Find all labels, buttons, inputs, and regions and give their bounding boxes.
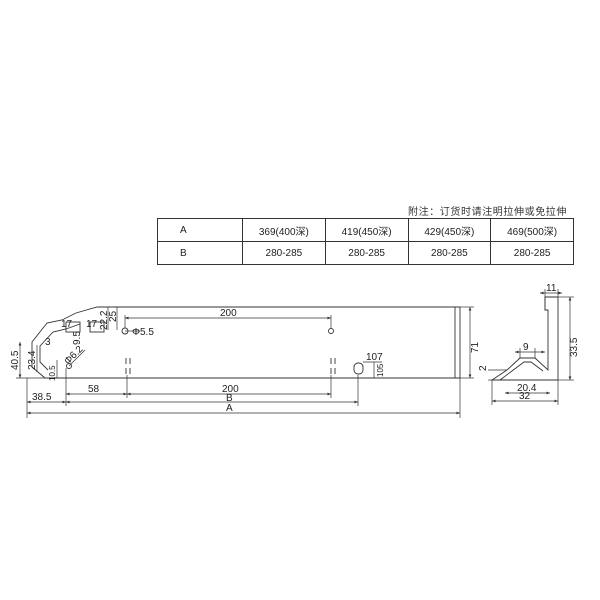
table-cell: 469(500深) bbox=[490, 218, 574, 242]
dim-40-5: 40.5 bbox=[10, 350, 21, 370]
dim-b: B bbox=[226, 393, 233, 404]
dim-105: 105 bbox=[376, 363, 385, 377]
section-view bbox=[490, 296, 559, 381]
row-label: B bbox=[157, 241, 243, 265]
section-inner bbox=[499, 361, 544, 381]
dim-200-top: 200 bbox=[220, 308, 237, 319]
table-cell: 280-285 bbox=[324, 241, 409, 265]
dim-11: 11 bbox=[546, 283, 557, 294]
dim-25: 25 bbox=[108, 310, 119, 322]
spec-table: A 369(400深) 419(450深) 429(450深) 469(500深… bbox=[157, 218, 574, 265]
table-row: B 280-285 280-285 280-285 280-285 bbox=[157, 241, 574, 265]
table-cell: 429(450深) bbox=[407, 218, 492, 242]
dim-107: 107 bbox=[366, 352, 383, 363]
tab-17b bbox=[89, 321, 105, 333]
hole-top-right bbox=[328, 328, 334, 334]
hole-6-2 bbox=[66, 363, 72, 369]
side-dimensions bbox=[16, 306, 474, 418]
dim-200-bottom: 200 bbox=[222, 384, 239, 395]
dim-20-4: 20.4 bbox=[517, 383, 537, 394]
dim-32: 32 bbox=[519, 391, 531, 402]
rail-hook bbox=[39, 323, 81, 371]
dim-23-4: 23.4 bbox=[27, 350, 38, 370]
dim-9-5: 9.5 bbox=[72, 331, 83, 345]
dim-a: A bbox=[226, 403, 233, 414]
dim-17a: 17 bbox=[61, 319, 73, 330]
dim-9: 9 bbox=[523, 342, 529, 353]
dim-5-5: Φ5.5 bbox=[132, 327, 154, 338]
dim-38-5: 38.5 bbox=[32, 392, 52, 403]
table-row: A 369(400深) 419(450深) 429(450深) 469(500深… bbox=[157, 218, 574, 242]
dim-58: 58 bbox=[88, 384, 100, 395]
tab-17a bbox=[65, 321, 81, 333]
slot-left bbox=[125, 358, 131, 374]
slot-end bbox=[353, 362, 364, 375]
section-dimensions bbox=[488, 289, 574, 405]
table-cell: 280-285 bbox=[407, 241, 492, 265]
section-dimension-labels: 11 33.5 9 2 20.4 32 bbox=[478, 283, 580, 402]
table-cell: 280-285 bbox=[490, 241, 574, 265]
rail-outline bbox=[31, 306, 461, 379]
side-dimension-labels: 200 17 17 9.5 22.2 25 Φ5.5 40.5 3 23.4 Φ… bbox=[10, 308, 481, 414]
dim-2: 2 bbox=[478, 365, 489, 371]
section-profile bbox=[490, 296, 559, 381]
dim-3: 3 bbox=[45, 337, 51, 348]
dim-17b: 17 bbox=[86, 319, 98, 330]
slot-right bbox=[330, 358, 336, 374]
dim-6-2: Φ6.2 bbox=[62, 344, 86, 368]
dim-33-5: 33.5 bbox=[569, 337, 580, 357]
side-view bbox=[31, 306, 461, 379]
dim-22-2: 22.2 bbox=[99, 310, 110, 330]
dim-71: 71 bbox=[470, 341, 481, 353]
order-note: 附注：订货时请注明拉伸或免拉伸 bbox=[408, 207, 567, 218]
dim-10-5: 10.5 bbox=[48, 365, 57, 381]
